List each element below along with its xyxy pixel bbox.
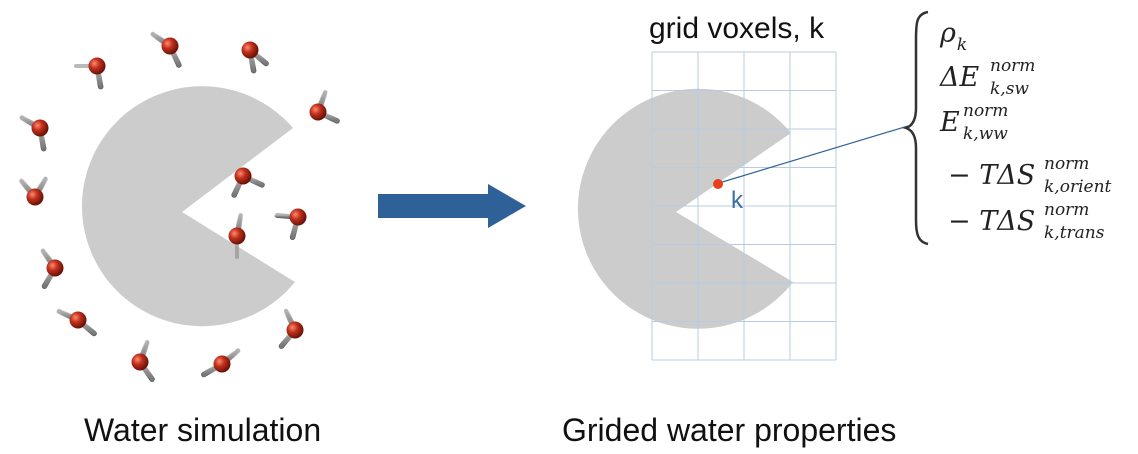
property-solute-water-energy: ΔE: [939, 62, 979, 93]
water-molecule-icon: [18, 176, 49, 206]
property-solute-water-energy-sup: norm: [990, 56, 1035, 76]
property-list: ρk ΔE norm k,sw E norm k,ww − TΔS norm k…: [939, 18, 1112, 243]
water-molecule-icon: [274, 208, 307, 241]
water-molecule-icon: [56, 308, 97, 337]
property-orientational-entropy: − TΔS: [948, 160, 1035, 191]
water-molecules: [18, 31, 340, 382]
water-molecule-icon: [241, 41, 269, 74]
property-water-water-energy-sub: k,ww: [963, 124, 1008, 144]
leader-line: [718, 125, 909, 184]
water-molecule-icon: [19, 114, 49, 152]
water-molecule-icon: [40, 248, 64, 289]
water-molecule-icon: [309, 89, 340, 124]
water-molecule-icon: [73, 57, 106, 90]
property-translational-entropy-sup: norm: [1044, 200, 1089, 220]
curly-brace: [902, 10, 929, 246]
caption-grided-water-properties: Grided water properties: [562, 412, 897, 448]
caption-water-simulation: Water simulation: [84, 412, 322, 448]
voxel-label: k: [731, 187, 744, 214]
water-molecule-icon: [231, 167, 265, 198]
water-molecule-icon: [228, 212, 246, 260]
water-molecule-icon: [150, 31, 182, 68]
property-orientational-entropy-sup: norm: [1044, 154, 1089, 174]
water-molecule-icon: [131, 339, 155, 382]
right-arrow-icon: [378, 184, 526, 228]
voxel-grid: [651, 51, 837, 361]
property-translational-entropy: − TΔS: [948, 206, 1035, 237]
property-water-water-energy: E: [939, 107, 960, 138]
property-orientational-entropy-sub: k,orient: [1044, 177, 1112, 197]
grid-title: grid voxels, k: [649, 12, 825, 45]
property-water-water-energy-sup: norm: [963, 101, 1008, 121]
property-solute-water-energy-sub: k,sw: [990, 79, 1029, 99]
protein-shape-left: [81, 86, 296, 327]
water-molecule-icon: [201, 347, 241, 378]
water-molecule-icon: [278, 308, 304, 349]
protein-shape-right: [577, 88, 793, 329]
property-translational-entropy-sub: k,trans: [1044, 223, 1105, 243]
voxel-point: [713, 179, 723, 189]
property-density: ρk: [939, 18, 967, 55]
